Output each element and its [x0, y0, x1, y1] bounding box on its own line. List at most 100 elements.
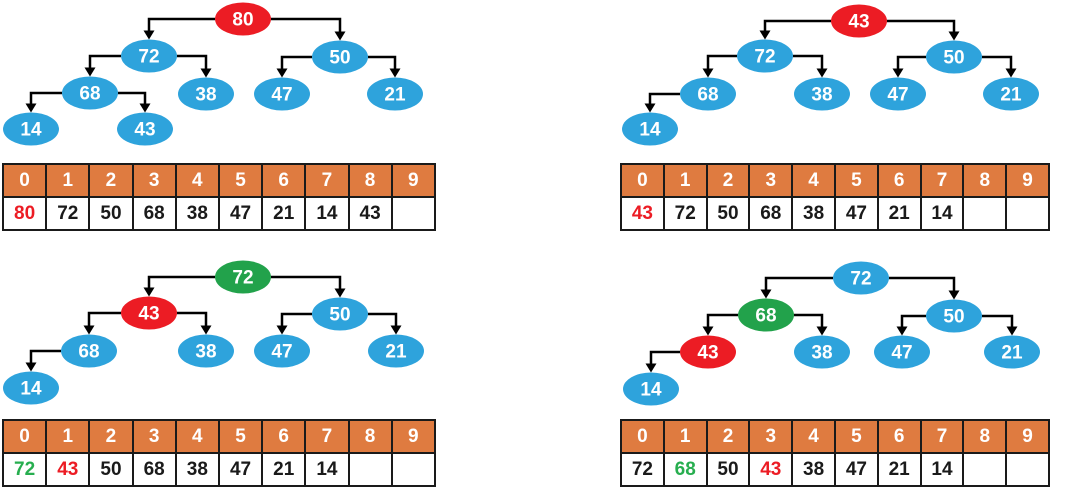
arrowhead-icon — [83, 325, 95, 335]
node-value-label: 14 — [20, 120, 42, 141]
tree-edge-50-47 — [280, 55, 312, 71]
array-index-cell: 1 — [662, 419, 708, 454]
node-value-label: 72 — [232, 268, 253, 289]
tree-edge-72-68 — [88, 54, 121, 70]
arrowhead-icon — [896, 326, 908, 336]
arrowhead-icon — [200, 68, 212, 78]
array-index-cell: 8 — [347, 163, 393, 198]
node-value-label: 47 — [887, 85, 908, 106]
tree-node-43: 43 — [121, 296, 177, 330]
arrowhead-icon — [759, 30, 771, 40]
array-empty-cell — [390, 452, 437, 487]
arrowhead-icon — [389, 68, 401, 78]
node-ellipse — [623, 372, 679, 406]
arrowhead-icon — [139, 103, 151, 113]
array-value-cell: 50 — [88, 452, 134, 487]
tree-edge-43-14 — [649, 350, 680, 366]
node-ellipse — [368, 334, 424, 368]
tree-edge-50-21 — [982, 55, 1013, 71]
array-value-cell: 72 — [45, 196, 91, 231]
tree-node-68: 68 — [738, 298, 794, 332]
array-index-cell: 9 — [390, 419, 437, 454]
arrowhead-icon — [645, 363, 657, 373]
node-ellipse — [178, 334, 234, 368]
node-ellipse — [874, 335, 930, 369]
array-value-cell: 21 — [876, 196, 922, 231]
tree-node-38: 38 — [178, 334, 234, 368]
tree-edge-50-47 — [900, 314, 926, 329]
array-index-cell: 2 — [705, 419, 751, 454]
node-value-label: 72 — [138, 47, 159, 68]
tree-node-50: 50 — [312, 40, 368, 74]
tree-node-47: 47 — [254, 334, 310, 368]
array-index-cell: 0 — [620, 419, 665, 454]
tree-node-38: 38 — [178, 77, 234, 111]
node-value-label: 47 — [271, 85, 292, 106]
array-index-cell: 7 — [304, 419, 350, 454]
node-value-label: 38 — [811, 85, 832, 106]
tree-node-14: 14 — [3, 112, 59, 146]
node-ellipse — [121, 296, 177, 330]
array-index-cell: 4 — [174, 419, 220, 454]
array-index-cell: 7 — [304, 163, 350, 198]
node-value-label: 38 — [811, 343, 832, 364]
tree-edge-50-21 — [982, 314, 1014, 329]
tree-node-14: 14 — [623, 372, 679, 406]
node-value-label: 21 — [384, 85, 406, 106]
arrowhead-icon — [143, 287, 155, 297]
array-index-cell: 9 — [390, 163, 437, 198]
array-index-cell: 6 — [876, 163, 922, 198]
tree-edge-68-14 — [648, 92, 680, 106]
node-ellipse — [254, 334, 310, 368]
node-value-label: 50 — [329, 48, 350, 69]
node-ellipse — [794, 335, 850, 369]
node-ellipse — [215, 260, 271, 294]
arrowhead-icon — [143, 30, 155, 40]
array-value-cell: 21 — [261, 452, 307, 487]
array-index-cell: 8 — [347, 419, 393, 454]
node-ellipse — [680, 335, 736, 369]
array-value-cell: 38 — [174, 196, 220, 231]
node-ellipse — [926, 40, 982, 74]
node-value-label: 68 — [697, 85, 718, 106]
array-index-cell: 5 — [217, 419, 264, 454]
tree-edge-43-68 — [87, 311, 121, 328]
tree-node-72: 72 — [215, 260, 271, 294]
tree-node-50: 50 — [312, 297, 368, 331]
arrowhead-icon — [644, 103, 656, 113]
array-index-cell: 1 — [45, 163, 91, 198]
node-ellipse — [121, 39, 177, 73]
node-value-label: 50 — [329, 305, 350, 326]
arrowhead-icon — [816, 326, 828, 336]
node-ellipse — [62, 76, 118, 110]
array-index-cell: 9 — [1005, 163, 1050, 198]
node-value-label: 38 — [195, 85, 216, 106]
tree-node-47: 47 — [254, 77, 310, 111]
array-value-cell: 68 — [131, 452, 177, 487]
arrowhead-icon — [334, 31, 346, 41]
array-index-cell: 3 — [131, 419, 177, 454]
array-index-cell: 1 — [45, 419, 91, 454]
node-ellipse — [983, 77, 1039, 111]
tree-edge-43-38 — [177, 311, 208, 328]
array-value-cell: 72 — [1, 452, 48, 487]
node-value-label: 21 — [1000, 85, 1022, 106]
node-ellipse — [831, 4, 887, 38]
node-value-label: 68 — [755, 306, 776, 327]
array-index-cell: 9 — [1005, 419, 1050, 454]
tree-edge-72-50 — [889, 276, 956, 293]
array-index-cell: 5 — [217, 163, 264, 198]
array-value-cell: 68 — [662, 452, 708, 487]
node-ellipse — [178, 77, 234, 111]
node-value-label: 43 — [848, 12, 869, 33]
array-index-cell: 2 — [88, 163, 134, 198]
array-value-cell: 14 — [304, 452, 350, 487]
node-ellipse — [367, 77, 423, 111]
arrowhead-icon — [1005, 68, 1017, 78]
node-ellipse — [215, 2, 271, 36]
node-ellipse — [3, 112, 59, 146]
